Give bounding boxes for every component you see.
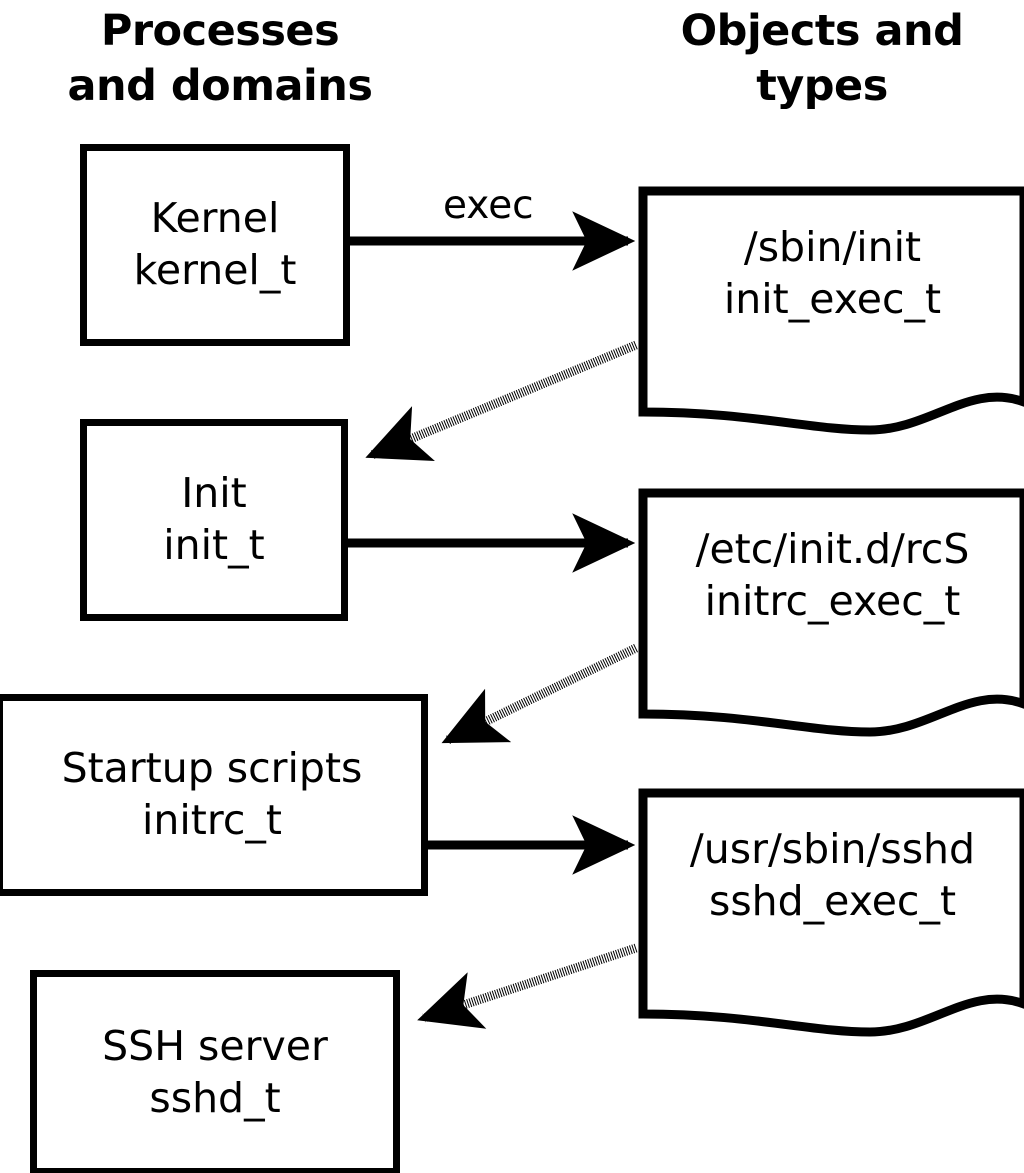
arrow-sshd-transition [417, 943, 638, 1029]
object-document-sshd-exec[interactable] [630, 782, 1024, 1044]
process-box-init[interactable]: Init init_t [80, 419, 348, 621]
object-document-init-exec[interactable] [630, 180, 1024, 442]
process-title-init: Init [181, 469, 247, 518]
arrow-init-exec-transition [365, 340, 638, 461]
process-title-startup-scripts: Startup scripts [61, 744, 363, 793]
object-document-initrc-exec[interactable] [630, 482, 1024, 744]
process-title-ssh-server: SSH server [102, 1021, 328, 1070]
process-box-ssh-server[interactable]: SSH server sshd_t [30, 970, 400, 1173]
process-box-kernel[interactable]: Kernel kernel_t [80, 144, 350, 346]
process-type-startup-scripts: initrc_t [142, 796, 282, 844]
process-title-kernel: Kernel [150, 194, 280, 243]
edge-label-exec: exec [443, 183, 534, 228]
process-type-ssh-server: sshd_t [149, 1073, 281, 1122]
process-type-init: init_t [163, 521, 265, 569]
process-type-kernel: kernel_t [133, 246, 297, 294]
arrow-rcs-transition [441, 643, 638, 745]
process-box-startup-scripts[interactable]: Startup scripts initrc_t [0, 694, 428, 896]
